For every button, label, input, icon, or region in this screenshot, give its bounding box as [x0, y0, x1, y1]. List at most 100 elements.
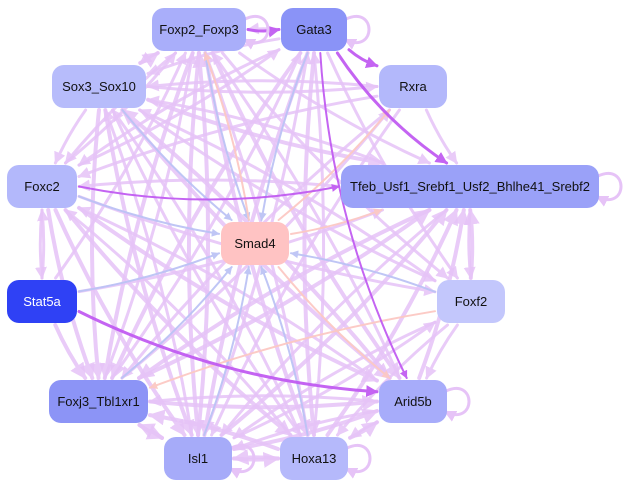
node-label: Gata3 [296, 22, 331, 37]
edge-foxj3_tbl1xr1-to-gata3 [110, 51, 302, 380]
node-label: Arid5b [394, 394, 432, 409]
edge-tfeb-to-foxf2 [463, 208, 476, 280]
node-label: Foxj3_Tbl1xr1 [57, 394, 139, 409]
edge-tfeb-to-sox3_sox10 [146, 95, 385, 165]
edge-gata3-to-foxc2 [77, 48, 281, 167]
node-box [341, 165, 599, 208]
edge-hoxa13-to-foxc2 [64, 208, 292, 437]
node-box [49, 380, 148, 423]
edge-rxra-to-tfeb [424, 108, 459, 165]
edge-smad4-to-rxra [277, 109, 391, 221]
node-foxj3_tbl1xr1[interactable]: Foxj3_Tbl1xr1 [49, 380, 148, 423]
node-box [281, 8, 347, 51]
edge-hoxa13-to-gata3 [309, 51, 326, 437]
edge-isl1-to-smad4 [203, 266, 252, 436]
edge-tfeb-to-isl1 [220, 208, 448, 437]
edge-isl1-to-foxf2 [232, 320, 437, 440]
node-foxp2_foxp3[interactable]: Foxp2_Foxp3 [152, 8, 246, 51]
node-label: Foxf2 [455, 294, 488, 309]
edge-foxp2_foxp3-to-smad4 [204, 52, 251, 221]
edge-hoxa13-to-smad4 [260, 266, 309, 436]
node-box [221, 222, 289, 265]
edge-foxf2-to-foxj3_tbl1xr1 [149, 310, 436, 389]
edge-rxra-to-sox3_sox10 [146, 79, 379, 92]
node-foxc2[interactable]: Foxc2 [7, 165, 77, 208]
self-loop-arid5b [443, 387, 471, 422]
edge-sox3_sox10-to-tfeb [146, 97, 385, 169]
node-box [379, 65, 447, 108]
node-label: Foxp2_Foxp3 [159, 22, 239, 37]
edge-stat5a-to-foxc2 [37, 208, 50, 280]
edge-gata3-to-tfeb [335, 51, 449, 165]
node-foxf2[interactable]: Foxf2 [437, 280, 505, 323]
edge-foxp2_foxp3-to-gata3 [246, 25, 281, 38]
node-box [52, 65, 146, 108]
edge-foxc2-to-smad4 [78, 195, 220, 237]
edge-arid5b-to-hoxa13 [348, 420, 379, 440]
edge-foxp2_foxp3-to-tfeb [238, 51, 431, 165]
edge-hoxa13-to-isl1 [232, 449, 280, 466]
edge-rxra-to-isl1 [210, 108, 401, 437]
self-loop-tfeb [595, 172, 623, 207]
node-sox3_sox10[interactable]: Sox3_Sox10 [52, 65, 146, 108]
edge-arid5b-to-isl1 [232, 409, 379, 451]
edge-foxf2-to-isl1 [232, 320, 437, 440]
self-loop-hoxa13 [344, 444, 372, 479]
edge-gata3-to-arid5b [319, 52, 408, 379]
node-smad4[interactable]: Smad4 [221, 222, 289, 265]
edge-stat5a-to-arid5b [77, 310, 379, 398]
self-loop-isl1 [228, 444, 256, 479]
self-loop-layer [228, 15, 623, 479]
node-label: Rxra [399, 79, 427, 94]
edge-sox3_sox10-to-foxc2 [53, 108, 88, 165]
edge-gata3-to-foxj3_tbl1xr1 [110, 51, 303, 380]
node-label: Isl1 [188, 451, 208, 466]
node-tfeb[interactable]: Tfeb_Usf1_Srebf1_Usf2_Bhlhe41_Srebf2 [341, 165, 599, 208]
node-gata3[interactable]: Gata3 [281, 8, 347, 51]
edge-rxra-to-foxc2 [77, 94, 379, 179]
node-label: Hoxa13 [292, 451, 337, 466]
node-label: Foxc2 [24, 179, 59, 194]
edge-foxj3_tbl1xr1-to-smad4 [120, 266, 233, 379]
edge-foxc2-to-isl1 [53, 208, 187, 437]
edge-hoxa13-to-tfeb [325, 208, 459, 437]
node-box [164, 437, 232, 480]
edge-arid5b-to-foxj3_tbl1xr1 [148, 394, 379, 407]
edge-foxp2_foxp3-to-sox3_sox10 [138, 51, 160, 65]
node-rxra[interactable]: Rxra [379, 65, 447, 108]
node-hoxa13[interactable]: Hoxa13 [280, 437, 348, 480]
node-box [379, 380, 447, 423]
node-box [7, 165, 77, 208]
node-box [152, 8, 246, 51]
edge-foxf2-to-arid5b [425, 323, 459, 380]
edge-stat5a-to-smad4 [78, 252, 220, 293]
edge-gata3-to-rxra [347, 48, 379, 69]
edge-foxc2-to-arid5b [77, 205, 379, 383]
edge-sox3_sox10-to-rxra [146, 81, 379, 94]
node-label: Stat5a [23, 294, 61, 309]
node-label: Sox3_Sox10 [62, 79, 136, 94]
edge-isl1-to-tfeb [219, 208, 449, 437]
edge-isl1-to-foxj3_tbl1xr1 [137, 423, 164, 440]
node-stat5a[interactable]: Stat5a [7, 280, 77, 323]
edge-foxj3_tbl1xr1-to-foxp2_foxp3 [103, 51, 197, 380]
edge-smad4-to-foxp2_foxp3 [203, 52, 250, 221]
edge-arid5b-to-foxp2_foxp3 [211, 51, 401, 380]
edge-stat5a-to-foxj3_tbl1xr1 [53, 323, 88, 380]
self-loop-foxp2_foxp3 [242, 15, 270, 50]
node-box [437, 280, 505, 323]
edge-smad4-to-tfeb [290, 208, 383, 235]
edge-foxf2-to-sox3_sox10 [138, 108, 437, 283]
edge-foxp2_foxp3-to-arid5b [210, 51, 402, 380]
node-label: Smad4 [234, 236, 275, 251]
edge-isl1-to-sox3_sox10 [103, 108, 194, 437]
edge-hoxa13-to-sox3_sox10 [111, 108, 302, 437]
edge-foxc2-to-tfeb [78, 183, 340, 201]
node-label: Tfeb_Usf1_Srebf1_Usf2_Bhlhe41_Srebf2 [350, 179, 590, 194]
edge-sox3_sox10-to-smad4 [121, 109, 233, 221]
node-isl1[interactable]: Isl1 [164, 437, 232, 480]
node-box [280, 437, 348, 480]
node-arid5b[interactable]: Arid5b [379, 380, 447, 423]
